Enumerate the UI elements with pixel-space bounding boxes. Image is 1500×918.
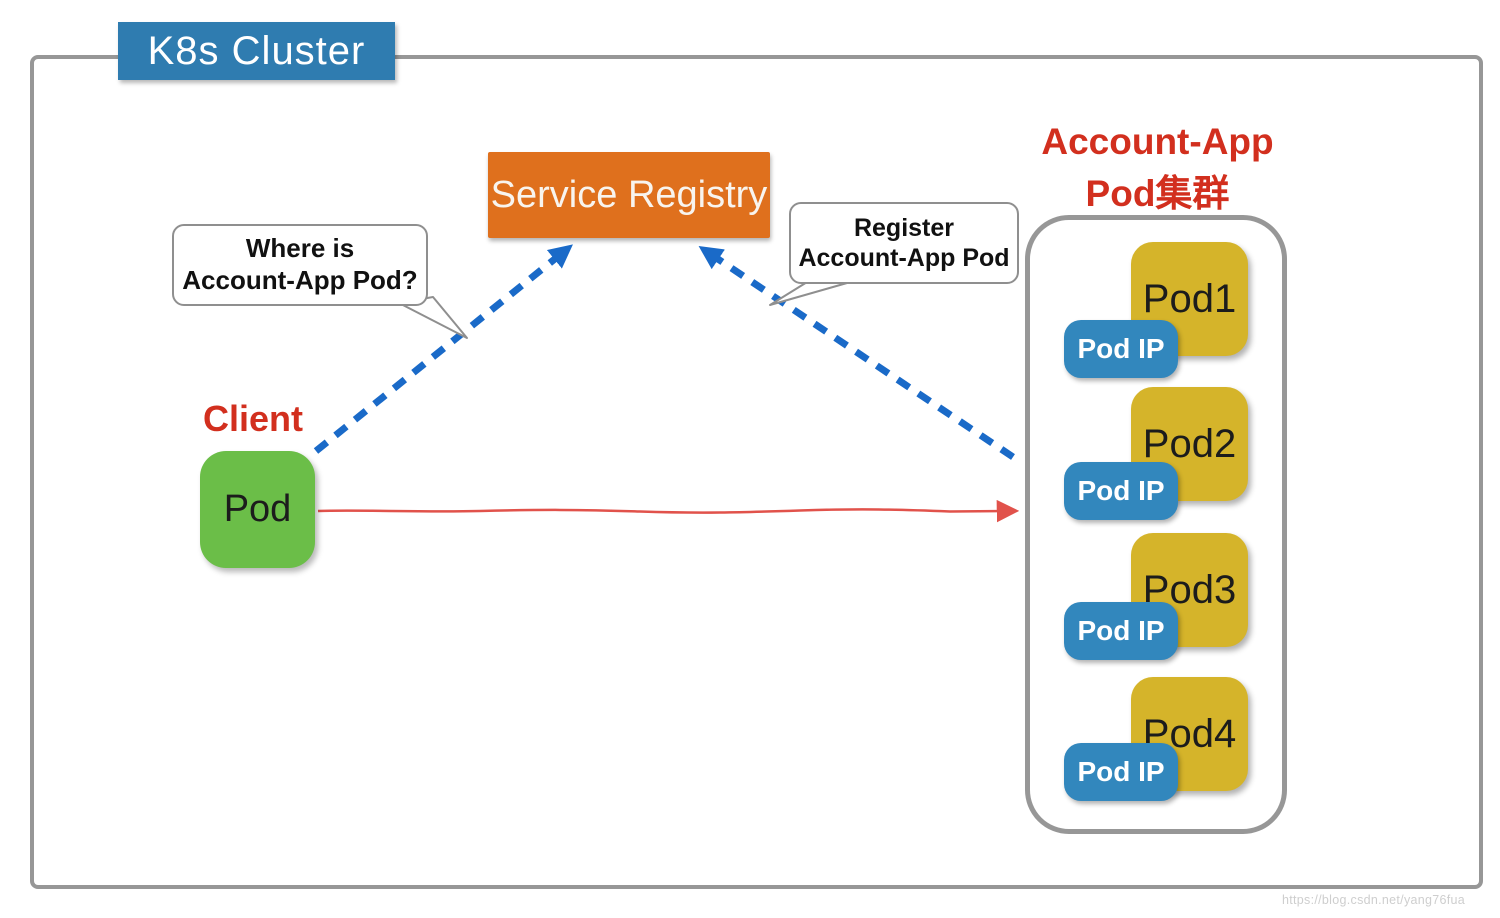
account-app-pod-cluster-boundary <box>1025 215 1287 834</box>
pod-ip-badge: Pod IP <box>1064 602 1178 660</box>
pod-ip-label: Pod IP <box>1077 756 1165 787</box>
pod-ip-label: Pod IP <box>1077 615 1165 646</box>
pod-ip-badge: Pod IP <box>1064 743 1178 801</box>
pod-ip-label: Pod IP <box>1077 475 1165 506</box>
pod-label: Pod2 <box>1142 421 1237 466</box>
watermark: https://blog.csdn.net/yang76fua <box>1282 893 1466 907</box>
account-app-title-line2: Pod集群 <box>1085 172 1230 214</box>
where-bubble-line1: Where is <box>245 233 355 264</box>
client-pod-label: Pod <box>223 488 292 530</box>
service-registry-node: Service Registry <box>488 152 770 238</box>
service-registry-label: Service Registry <box>490 173 768 216</box>
client-pod-node: Pod <box>200 451 315 568</box>
register-bubble-line2: Account-App Pod <box>798 244 1010 272</box>
account-app-title: Account-App Pod集群 <box>1015 116 1300 220</box>
where-bubble: Where is Account-App Pod? <box>172 224 428 306</box>
k8s-cluster-boundary <box>30 55 1483 889</box>
k8s-cluster-title: K8s Cluster <box>118 22 395 80</box>
pod-ip-label: Pod IP <box>1077 333 1165 364</box>
pod-ip-badge: Pod IP <box>1064 462 1178 520</box>
client-heading: Client <box>203 398 304 439</box>
pod-ip-badge: Pod IP <box>1064 320 1178 378</box>
register-bubble-line1: Register <box>853 213 955 242</box>
register-bubble: Register Account-App Pod <box>789 202 1019 284</box>
pod-label: Pod1 <box>1142 276 1237 321</box>
where-bubble-line2: Account-App Pod? <box>182 265 418 295</box>
pod-node: Pod3 <box>1131 533 1248 647</box>
account-app-title-line1: Account-App <box>1041 121 1274 162</box>
